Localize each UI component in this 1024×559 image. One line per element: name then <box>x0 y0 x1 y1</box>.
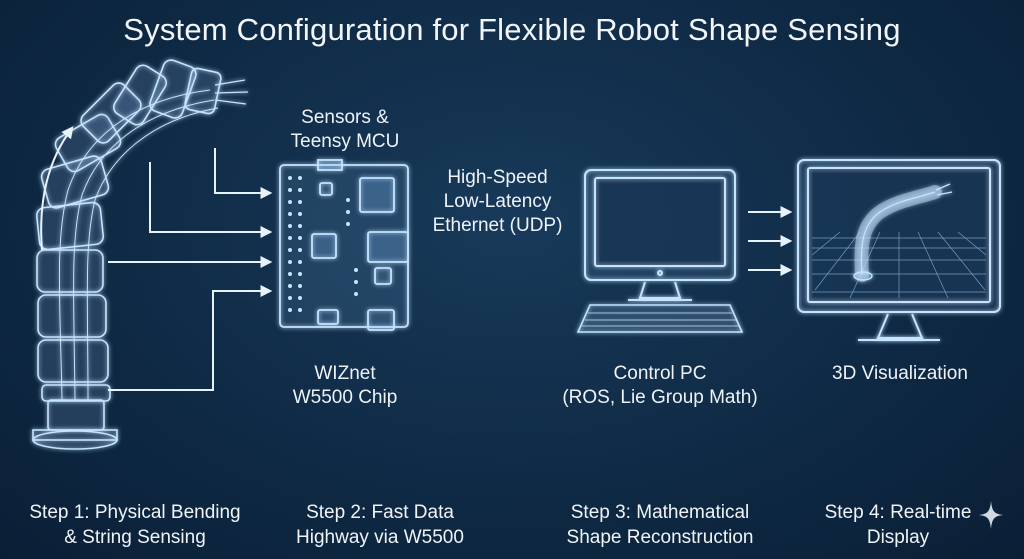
step-1-caption: Step 1: Physical Bending & String Sensin… <box>29 502 241 548</box>
step-3-caption: Step 3: Mathematical Shape Reconstructio… <box>566 502 754 548</box>
board-pins <box>288 176 358 312</box>
3d-robot-model <box>853 183 953 282</box>
bending-arrow <box>40 126 74 251</box>
wiznet-label: WIZnet W5500 Chip <box>292 363 398 408</box>
microcontroller-board-icon <box>279 159 409 331</box>
sensors-label: Sensors & Teensy MCU <box>290 107 400 152</box>
step-2-caption: Step 2: Fast Data Highway via W5500 <box>296 502 464 548</box>
monitor-icon <box>584 169 736 301</box>
keyboard-icon <box>576 304 744 333</box>
page-title: System Configuration for Flexible Robot … <box>123 12 901 47</box>
sensor-arrows <box>108 148 273 391</box>
pc-label: Control PC (ROS, Lie Group Math) <box>562 363 758 408</box>
sparkle-icon <box>979 501 1003 529</box>
ethernet-label: High-Speed Low-Latency Ethernet (UDP) <box>432 167 563 236</box>
viz-label: 3D Visualization <box>832 363 968 384</box>
display-arrows <box>748 206 793 276</box>
step-4-caption: Step 4: Real-time Display <box>824 502 972 548</box>
flexible-robot-icon <box>32 59 249 450</box>
